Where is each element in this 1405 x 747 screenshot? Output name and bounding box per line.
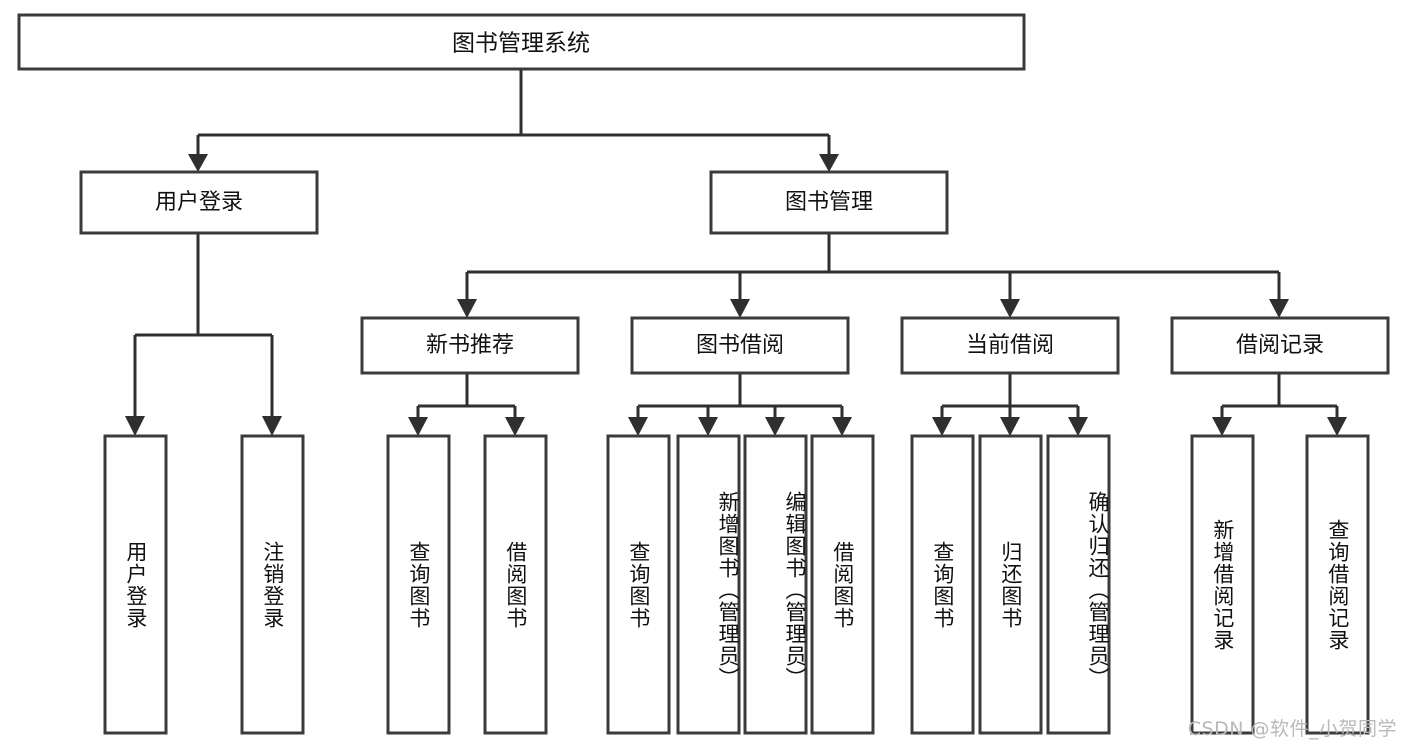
arrow-borrow-record — [1269, 299, 1289, 318]
node-user-login-label: 用户登录 — [155, 190, 243, 215]
arrow-new-book — [457, 299, 477, 318]
arrow-borrow-record-leaf1 — [1212, 417, 1232, 436]
leaf-box-current-borrow-3[interactable] — [1046, 434, 1111, 735]
leaf-box-book-borrow-3[interactable] — [743, 434, 808, 735]
node-root-box[interactable] — [17, 13, 1026, 71]
arrow-book-borrow — [730, 299, 750, 318]
arrow-new-book-leaf2 — [505, 417, 525, 436]
connector-group-borrow-record — [1212, 373, 1347, 436]
connector-group-new-book — [408, 373, 525, 436]
arrow-new-book-leaf1 — [408, 417, 428, 436]
arrow-book-borrow-leaf4 — [832, 417, 852, 436]
connector-group-book-manage — [457, 233, 1289, 318]
node-root[interactable]: 图书管理系统 — [17, 13, 1026, 71]
arrow-current-borrow-leaf2 — [1000, 417, 1020, 436]
node-user-login-box[interactable] — [79, 170, 319, 235]
node-current-borrow-box[interactable] — [900, 316, 1120, 375]
leaf-box-current-borrow-1[interactable] — [910, 434, 975, 735]
arrow-user-login-leaf2 — [262, 416, 282, 436]
node-book-manage-box[interactable] — [709, 170, 949, 235]
connector-group-book-borrow — [628, 373, 852, 436]
leaf-box-book-borrow-4[interactable] — [810, 434, 875, 735]
arrow-current-borrow-leaf3 — [1068, 417, 1088, 436]
node-book-borrow-label: 图书借阅 — [696, 333, 784, 358]
arrow-book-borrow-leaf1 — [628, 417, 648, 436]
arrow-user-login — [188, 154, 208, 172]
node-book-borrow-box[interactable] — [630, 316, 850, 375]
node-current-borrow-label: 当前借阅 — [966, 333, 1054, 358]
node-book-manage-label: 图书管理 — [785, 190, 873, 215]
arrow-current-borrow-leaf1 — [932, 417, 952, 436]
node-new-book-recommend-box[interactable] — [360, 316, 580, 375]
arrow-current-borrow — [1000, 299, 1020, 318]
watermark-text: CSDN @软件_小贺同学 — [1187, 718, 1397, 740]
node-book-borrow[interactable]: 图书借阅 — [630, 316, 850, 375]
node-user-login[interactable]: 用户登录 — [79, 170, 319, 235]
node-current-borrow[interactable]: 当前借阅 — [900, 316, 1120, 375]
connector-group-root — [188, 69, 839, 172]
leaf-box-current-borrow-2[interactable] — [978, 434, 1043, 735]
node-new-book-recommend[interactable]: 新书推荐 — [360, 316, 580, 375]
leaf-box-user-login-2[interactable] — [240, 434, 305, 735]
connector-group-current-borrow — [932, 373, 1088, 436]
arrow-borrow-record-leaf2 — [1327, 417, 1347, 436]
node-borrow-record-label: 借阅记录 — [1236, 333, 1324, 358]
node-book-manage[interactable]: 图书管理 — [709, 170, 949, 235]
arrow-book-borrow-leaf2 — [698, 417, 718, 436]
node-borrow-record-box[interactable] — [1170, 316, 1390, 375]
connector-group-user-login — [125, 233, 282, 436]
leaf-box-borrow-record-2[interactable] — [1305, 434, 1370, 735]
leaf-box-borrow-record-1[interactable] — [1190, 434, 1255, 735]
leaf-box-book-borrow-2[interactable] — [676, 434, 741, 735]
node-root-label: 图书管理系统 — [452, 31, 590, 57]
node-new-book-recommend-label: 新书推荐 — [426, 333, 514, 358]
leaf-box-new-book-1[interactable] — [386, 434, 451, 735]
arrow-book-borrow-leaf3 — [765, 417, 785, 436]
node-borrow-record[interactable]: 借阅记录 — [1170, 316, 1390, 375]
leaf-box-new-book-2[interactable] — [483, 434, 548, 735]
leaf-box-book-borrow-1[interactable] — [606, 434, 671, 735]
arrow-user-login-leaf1 — [125, 416, 145, 436]
arrow-book-manage — [819, 154, 839, 172]
leaf-box-user-login-1[interactable] — [103, 434, 168, 735]
